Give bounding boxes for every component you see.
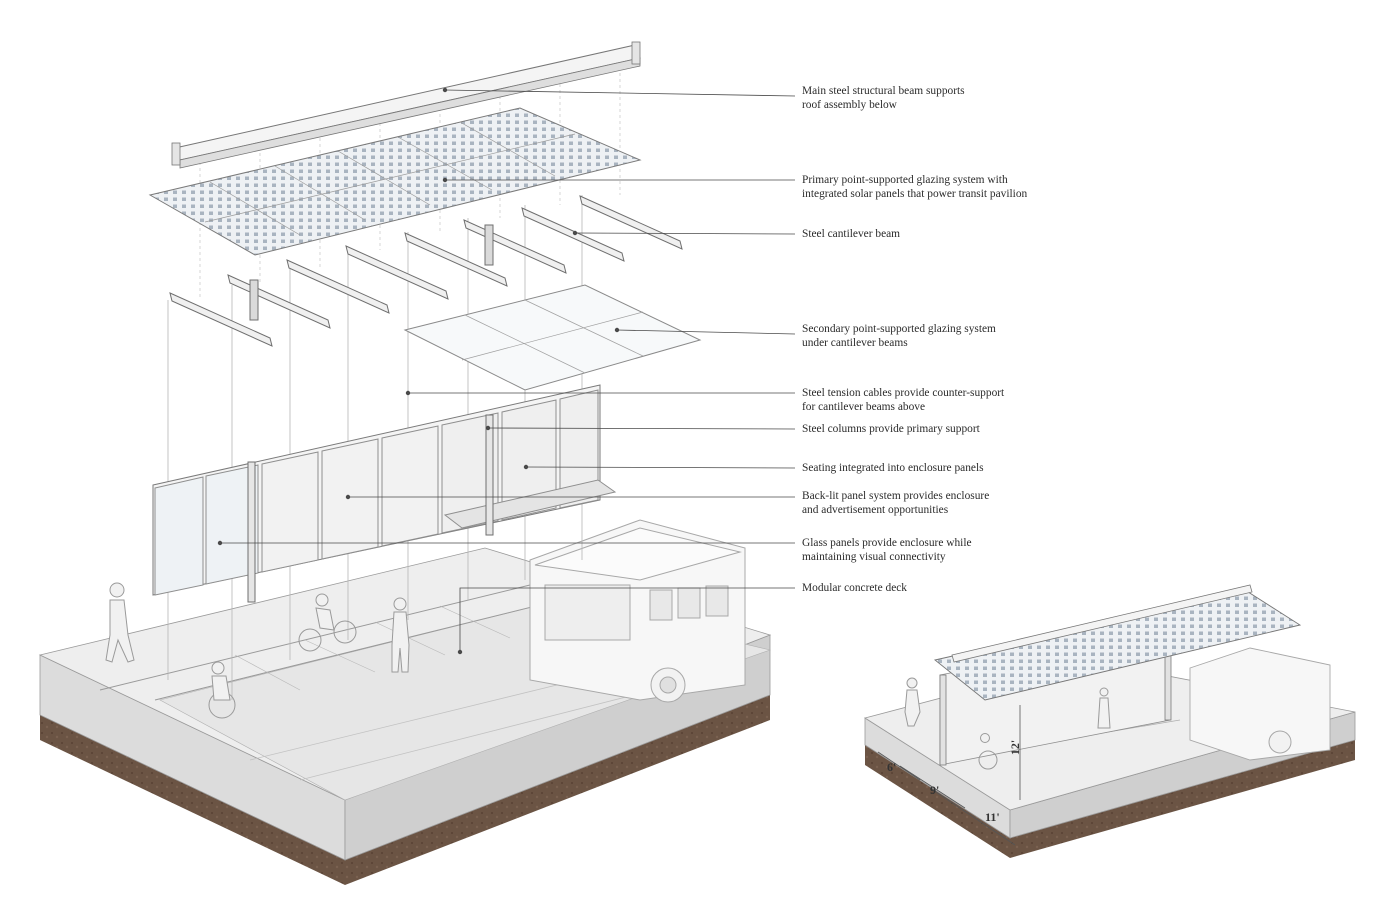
callout-line: Seating integrated into enclosure panels bbox=[802, 462, 984, 474]
dimension-label-11ft: 11' bbox=[985, 810, 1000, 824]
callout-line: and advertisement opportunities bbox=[802, 504, 949, 516]
callout-backlit-panels: Back-lit panel system provides enclosure… bbox=[802, 489, 1222, 517]
callout-line: Primary point-supported glazing system w… bbox=[802, 174, 1008, 186]
callout-line: maintaining visual connectivity bbox=[802, 551, 946, 563]
callout-line: Modular concrete deck bbox=[802, 582, 907, 594]
glass-panel bbox=[154, 476, 204, 596]
callout-cantilever-beam: Steel cantilever beam bbox=[802, 227, 1222, 241]
glass-panel bbox=[205, 464, 259, 585]
callout-line: Main steel structural beam supports bbox=[802, 85, 965, 97]
small-soil-right bbox=[1010, 740, 1355, 858]
soil-left-face bbox=[40, 715, 345, 885]
callout-line: integrated solar panels that power trans… bbox=[802, 188, 1028, 200]
callout-line: Secondary point-supported glazing system bbox=[802, 323, 996, 335]
steel-column bbox=[485, 414, 494, 536]
callout-line: roof assembly below bbox=[802, 99, 897, 111]
backlit-panel bbox=[261, 451, 319, 573]
deck-joint bbox=[374, 621, 446, 656]
callout-seating: Seating integrated into enclosure panels bbox=[802, 461, 1222, 475]
callout-line: Back-lit panel system provides enclosure bbox=[802, 490, 990, 502]
callout-line: Steel cantilever beam bbox=[802, 228, 901, 240]
bus-illustration bbox=[529, 519, 746, 703]
dimension-label-12ft: 12' bbox=[1008, 739, 1023, 756]
primary-solar-glazing bbox=[148, 107, 642, 256]
small-main-beam bbox=[951, 584, 1253, 663]
seat-panel bbox=[501, 399, 557, 521]
assembled-view bbox=[864, 584, 1356, 858]
cantilever-beams bbox=[169, 195, 683, 347]
deck-joint bbox=[304, 639, 376, 673]
deck-joint bbox=[234, 654, 301, 691]
dimension-lines bbox=[877, 705, 1021, 846]
enclosure-panels bbox=[152, 384, 617, 603]
small-soil-left bbox=[865, 745, 1010, 858]
callout-glass-panels: Glass panels provide enclosure while mai… bbox=[802, 536, 1222, 564]
dimension-label-9ft: 9' bbox=[930, 783, 940, 797]
backlit-panel bbox=[381, 425, 439, 547]
dimension-label-6ft: 6' bbox=[887, 760, 897, 774]
curb-line bbox=[99, 584, 531, 691]
callout-steel-columns: Steel columns provide primary support bbox=[802, 422, 1222, 436]
callout-line: Steel tension cables provide counter-sup… bbox=[802, 387, 1005, 399]
callout-line: under cantilever beams bbox=[802, 337, 908, 349]
soil-right-face bbox=[345, 695, 770, 885]
steel-column bbox=[247, 461, 256, 603]
callout-line: Steel columns provide primary support bbox=[802, 423, 980, 435]
callout-line: Glass panels provide enclosure while bbox=[802, 537, 972, 549]
leader-lines bbox=[217, 87, 796, 655]
deck-joint bbox=[439, 605, 511, 639]
pedestrian-figures bbox=[105, 582, 410, 719]
callout-tension-cables: Steel tension cables provide counter-sup… bbox=[802, 386, 1222, 414]
backlit-panel bbox=[321, 438, 379, 560]
secondary-glazing bbox=[403, 284, 702, 391]
small-bus bbox=[1189, 647, 1331, 761]
callout-line: for cantilever beams above bbox=[802, 401, 926, 413]
main-steel-beam bbox=[171, 41, 641, 169]
callout-secondary-glazing: Secondary point-supported glazing system… bbox=[802, 322, 1222, 350]
callout-concrete-deck: Modular concrete deck bbox=[802, 581, 1222, 595]
callout-main-beam: Main steel structural beam supports roof… bbox=[802, 84, 1222, 112]
callout-primary-glazing: Primary point-supported glazing system w… bbox=[802, 173, 1222, 201]
